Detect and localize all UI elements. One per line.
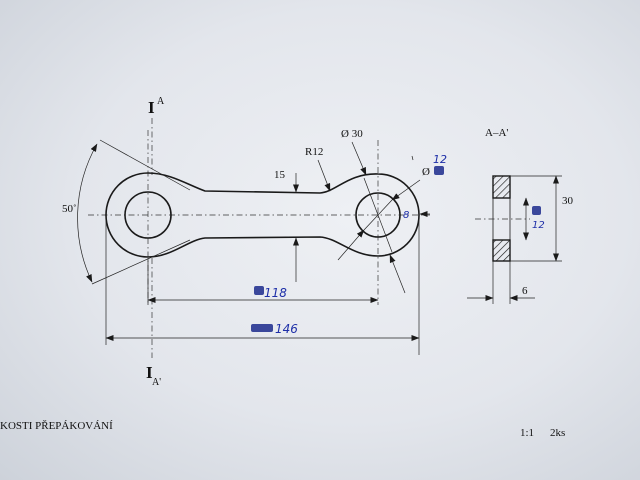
center-distance-redaction [254,286,264,295]
angle-leader-bottom [91,239,191,285]
hole-diameter-redaction [434,166,444,175]
left-hole [124,191,172,239]
right-hole [355,192,401,238]
section-marker-bottom-glyph: I [146,363,153,382]
angle-leader-top [99,139,191,191]
section-height-label: 30 [562,195,574,207]
offset-handwritten: 8 [403,210,409,221]
scale-label: 1:1 [520,427,534,439]
section-inner-redaction [532,206,541,215]
section-view-title: A–A' [485,127,508,139]
overall-length-handwritten: 146 [275,322,298,336]
angle-arc [77,143,98,283]
section-hatch-top [492,175,511,199]
quantity-label: 2ks [550,427,565,439]
hole-leader-lower [337,229,365,261]
fillet-leader [317,159,331,192]
overall-length-redaction [251,324,273,332]
part-name: KOSTI PŘEPÁKOVÁNÍ [0,420,113,432]
section-marker-bottom-letter: A' [152,377,161,388]
boss-leader-bottom [389,254,406,294]
section-marker-top-letter: A [157,96,165,107]
hole-diameter-handwritten: 12 [433,153,447,166]
section-inner-handwritten: 12 [532,220,545,231]
section-width-label: 6 [522,285,528,297]
fillet-radius-label: R12 [305,146,323,158]
hole-leader-upper [391,179,421,201]
boss-leader-top [351,141,367,176]
boss-diameter-label: Ø 30 [341,128,363,140]
hole-diagonal [363,199,393,231]
section-hatch-bottom [492,239,511,262]
link-outline [105,172,420,258]
angle-label: 50˚ [62,203,77,215]
section-tick-mark [411,155,414,161]
section-marker-top-glyph: I [148,98,155,117]
center-distance-handwritten: 118 [264,286,287,300]
neck-width-label: 15 [274,169,286,181]
hole-diameter-symbol: Ø [422,166,430,178]
